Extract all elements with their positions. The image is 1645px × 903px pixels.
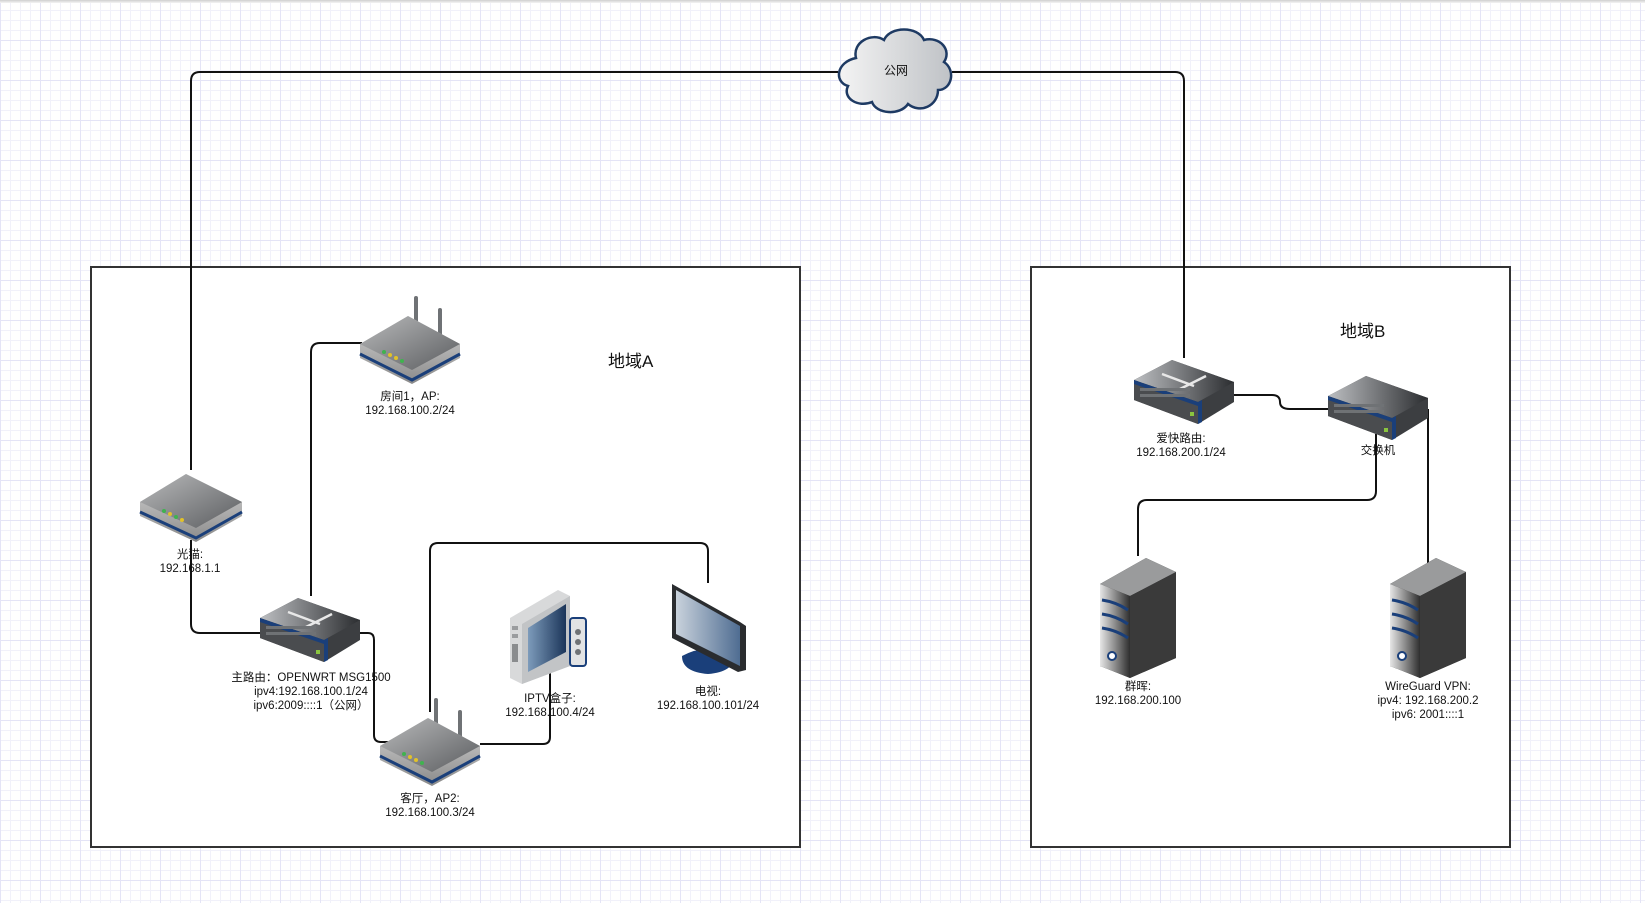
nas-server-label: 群晖: 192.168.200.100: [1094, 681, 1182, 707]
ap1-device[interactable]: [358, 294, 462, 386]
switch-device[interactable]: [1326, 374, 1430, 444]
wireless-router-icon: [359, 296, 461, 384]
ap2-label: 客厅，AP2: 192.168.100.3/24: [385, 793, 475, 819]
link-ap2-tv[interactable]: [429, 542, 709, 712]
link-switch-nas[interactable]: [1137, 434, 1377, 556]
modem-label: 光猫: 192.168.1.1: [159, 549, 221, 575]
cloud-icon: [837, 28, 953, 114]
internet-cloud[interactable]: 公网: [834, 24, 956, 116]
cloud-label: 公网: [883, 63, 909, 78]
link-cloud-ikuai[interactable]: [952, 71, 1185, 358]
iptv-box-label: IPTV盒子: 192.168.100.4/24: [505, 693, 595, 719]
ap1-label: 房间1，AP: 192.168.100.2/24: [365, 391, 455, 417]
ikuai-router-device[interactable]: [1132, 358, 1236, 428]
main-router-device[interactable]: [258, 596, 362, 666]
region-a-title: 地域A: [608, 352, 654, 371]
router-icon: [139, 474, 243, 542]
iptv-box-device[interactable]: [508, 588, 592, 686]
canvas-top-edge: [0, 0, 1645, 3]
link-main-router-ap1[interactable]: [310, 342, 362, 596]
tv-label: 电视: 192.168.100.101/24: [656, 686, 760, 712]
modem-device[interactable]: [138, 468, 244, 544]
switch-label: 交换机: [1360, 445, 1396, 457]
wireguard-server-device[interactable]: [1388, 556, 1468, 678]
link-ikuai-switch[interactable]: [1232, 394, 1328, 410]
wireguard-server-label: WireGuard VPN: ipv4: 192.168.200.2 ipv6:…: [1377, 681, 1479, 721]
link-modem-main-router[interactable]: [190, 540, 262, 634]
link-cloud-modem[interactable]: [190, 71, 838, 470]
server-icon: [1100, 558, 1176, 678]
tv-device[interactable]: [668, 582, 748, 678]
region-b-title: 地域B: [1340, 322, 1386, 341]
router-switch-icon: [1134, 360, 1234, 424]
set-top-box-icon: [510, 590, 587, 684]
region-b-box[interactable]: [1030, 266, 1511, 848]
main-router-label: 主路由：OPENWRT MSG1500 ipv4:192.168.100.1/2…: [231, 672, 391, 712]
nas-server-device[interactable]: [1098, 556, 1178, 678]
server-icon: [1390, 558, 1466, 678]
ap2-device[interactable]: [378, 696, 482, 788]
router-switch-icon: [260, 598, 360, 662]
monitor-icon: [672, 584, 746, 674]
ikuai-router-label: 爱快路由: 192.168.200.1/24: [1136, 433, 1226, 459]
link-ap2-iptv[interactable]: [480, 650, 551, 745]
switch-icon: [1328, 376, 1428, 440]
link-main-router-ap2[interactable]: [358, 632, 390, 743]
wireless-router-icon: [379, 698, 481, 786]
